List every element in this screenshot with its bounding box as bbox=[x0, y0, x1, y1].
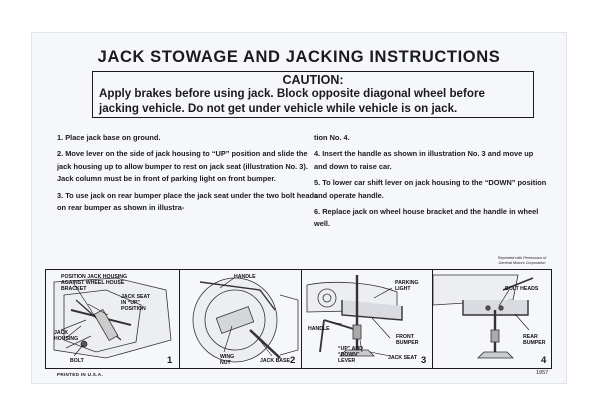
instruction-step-1: 1. Place jack base on ground. bbox=[57, 133, 161, 142]
label-handle: HANDLE bbox=[308, 326, 330, 332]
instructions-right-column: tion No. 4. 4. Insert the handle as show… bbox=[314, 132, 547, 235]
illustrations-strip: POSITION JACK HOUSING AGAINST WHEEL HOUS… bbox=[45, 269, 552, 369]
label-up-down-lever: “UP” AND “DOWN” LEVER bbox=[338, 346, 363, 364]
illustration-number-4: 4 bbox=[541, 355, 547, 366]
label-parking-light: PARKING LIGHT bbox=[395, 280, 419, 292]
label-position-jack-housing: POSITION JACK HOUSING AGAINST WHEEL HOUS… bbox=[61, 274, 128, 292]
decal-year: 1957 bbox=[536, 370, 549, 376]
decal-title: JACK STOWAGE AND JACKING INSTRUCTIONS bbox=[97, 48, 501, 66]
caution-line-2: jacking vehicle. Do not get under vehicl… bbox=[99, 102, 458, 115]
illustration-3: PARKING LIGHT HANDLE FRONT BUMPER JACK S… bbox=[301, 270, 432, 368]
instruction-step-6: 6. Replace jack on wheel house bracket a… bbox=[314, 207, 539, 229]
illustration-1: POSITION JACK HOUSING AGAINST WHEEL HOUS… bbox=[46, 270, 179, 368]
illustration-3-drawing bbox=[306, 275, 403, 357]
illustration-4-drawing bbox=[433, 274, 534, 359]
instruction-decal: JACK STOWAGE AND JACKING INSTRUCTIONS CA… bbox=[32, 33, 566, 383]
caution-line-1: Apply brakes before using jack. Block op… bbox=[99, 87, 485, 100]
permission-note: Reprinted with Permission of General Mot… bbox=[497, 256, 547, 265]
label-rear-bumper: REAR BUMPER bbox=[523, 334, 546, 346]
label-bolt: BOLT bbox=[70, 358, 84, 364]
illustration-number-1: 1 bbox=[167, 355, 173, 366]
illustration-1-drawing bbox=[53, 277, 172, 359]
caution-heading: CAUTION: bbox=[282, 73, 344, 87]
label-jack-seat: JACK SEAT bbox=[388, 355, 418, 361]
instruction-step-4: 4. Insert the handle as shown in illustr… bbox=[314, 149, 534, 171]
label-jack-seat-up: JACK SEAT IN “UP” POSITION bbox=[121, 294, 151, 312]
illustration-2-drawing bbox=[192, 277, 299, 363]
instruction-step-3-continued: tion No. 4. bbox=[314, 133, 350, 142]
illustration-number-2: 2 bbox=[290, 355, 296, 366]
label-handle: HANDLE bbox=[234, 274, 256, 280]
instruction-step-3: 3. To use jack on rear bumper place the … bbox=[57, 190, 319, 213]
label-jack-base: JACK BASE bbox=[260, 358, 290, 364]
instructions-left-column: 1. Place jack base on ground. 2. Move le… bbox=[57, 132, 322, 218]
instruction-step-2: 2. Move lever on the side of jack housin… bbox=[57, 149, 308, 184]
label-front-bumper: FRONT BUMPER bbox=[396, 334, 419, 346]
caution-text: Apply brakes before using jack. Block op… bbox=[99, 86, 529, 116]
label-jack-housing: JACK HOUSING bbox=[54, 330, 79, 342]
label-bolt-heads: BOLT HEADS bbox=[505, 286, 539, 292]
printed-in-usa: PRINTED IN U.S.A. bbox=[57, 372, 103, 377]
caution-box: CAUTION: Apply brakes before using jack.… bbox=[92, 71, 534, 118]
illustration-4: BOLT HEADS REAR BUMPER 4 bbox=[432, 270, 551, 368]
illustration-number-3: 3 bbox=[421, 355, 427, 366]
instruction-step-5: 5. To lower car shift lever on jack hous… bbox=[314, 178, 547, 200]
illustration-2: HANDLE WING NUT JACK BASE 2 bbox=[179, 270, 301, 368]
label-wing-nut: WING NUT bbox=[220, 354, 235, 366]
